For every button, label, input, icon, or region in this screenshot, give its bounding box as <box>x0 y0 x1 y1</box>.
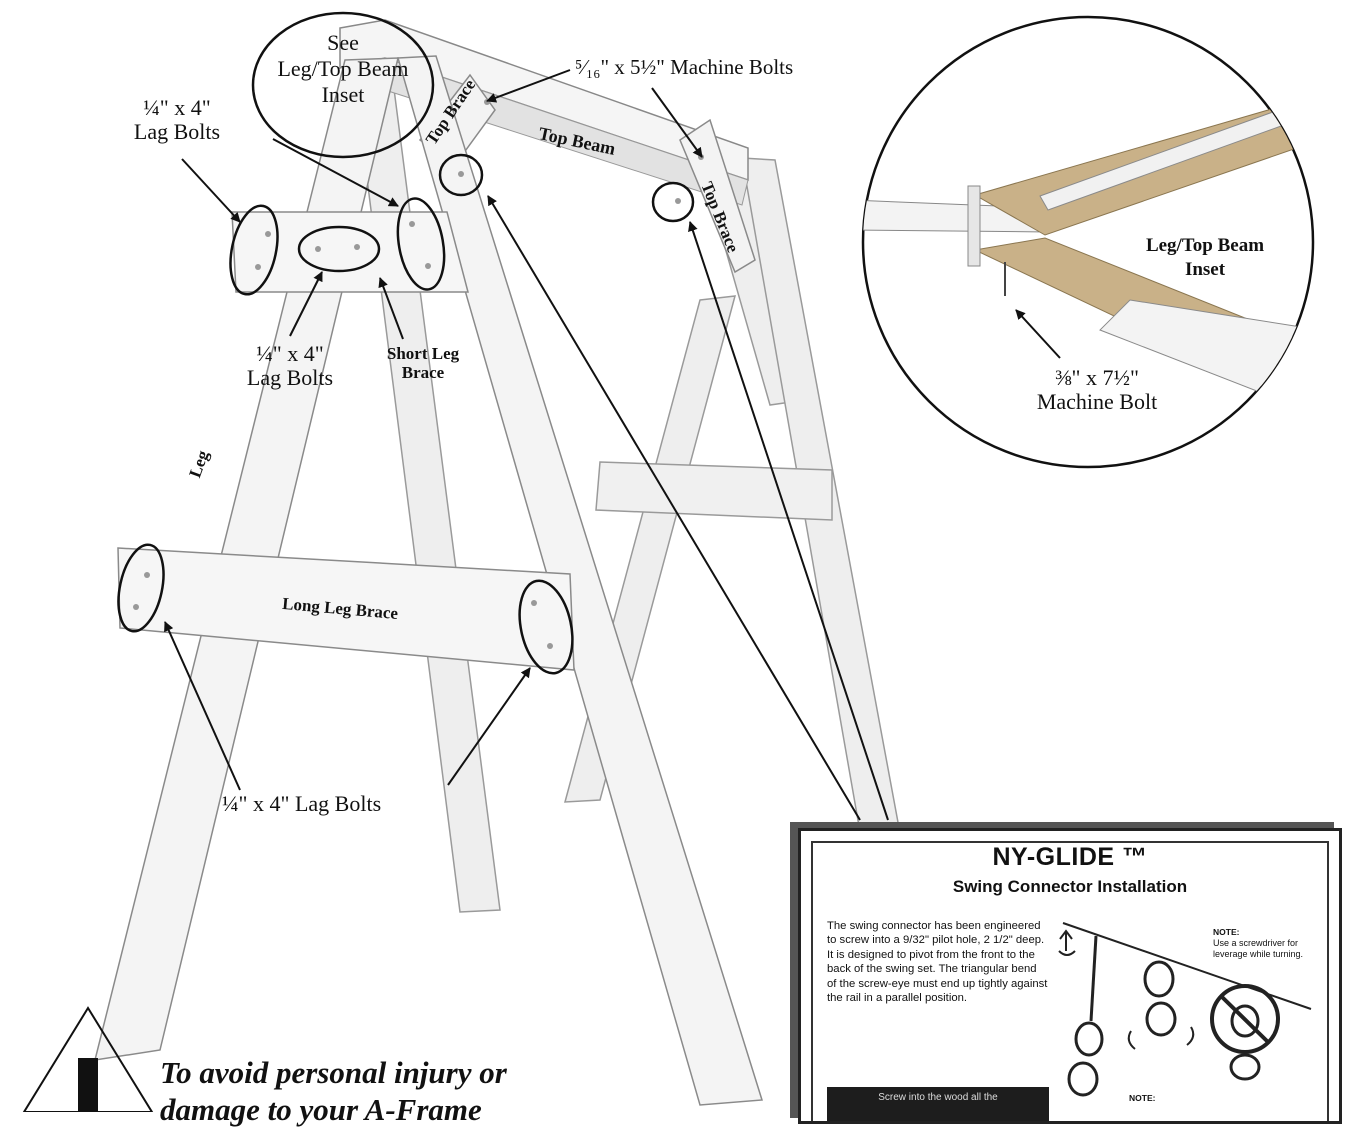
inset-title-line1: Leg/Top Beam <box>1145 235 1265 256</box>
connector-illustration <box>1058 922 1312 1097</box>
card-note-1-heading: NOTE: <box>1213 927 1240 937</box>
back-long-leg-brace <box>595 461 833 521</box>
inset-bolt-label: ⅜" x 7½" Machine Bolt <box>1002 365 1192 415</box>
lag-bolts-middle-text: Lag Bolts <box>246 365 334 391</box>
bolt-holes <box>133 99 704 649</box>
see-inset-line3: Inset <box>321 81 365 107</box>
machine-bolts-top-label: ⁵⁄₁₆" x 5½" Machine Bolts <box>575 55 794 79</box>
lag-bolts-middle-label: ¼" x 4" Lag Bolts <box>220 341 360 391</box>
warning-line1: To avoid personal injury or <box>160 1055 507 1090</box>
warning-icon <box>22 1006 154 1112</box>
card-note-1: NOTE: Use a screwdriver for leverage whi… <box>1213 927 1323 959</box>
swing-connector-card: NY-GLIDE ™ Swing Connector Installation … <box>798 828 1342 1124</box>
lag-bolts-bottom-label: ¼" x 4" Lag Bolts <box>222 791 382 816</box>
short-leg-brace-label: Short Leg Brace <box>368 344 478 382</box>
warning-line2: damage to your A-Frame <box>160 1092 482 1128</box>
card-title: NY-GLIDE ™ <box>992 843 1148 871</box>
warning-text: To avoid personal injury or damage to yo… <box>160 1054 507 1128</box>
short-leg-brace-shape <box>231 211 469 293</box>
callout-arrows <box>164 69 889 821</box>
inset-bolt-text: Machine Bolt <box>1036 389 1158 415</box>
card-note-2-heading: NOTE: <box>1129 1093 1156 1103</box>
card-note-2: NOTE: <box>1129 1093 1155 1104</box>
lag-bolts-top-size: ¼" x 4" <box>143 95 211 120</box>
callout-ellipses <box>117 11 695 675</box>
inset-title: Leg/Top Beam Inset <box>1125 234 1285 282</box>
front-right-leg-shape <box>397 55 763 1106</box>
lag-bolts-middle-size: ¼" x 4" <box>256 341 324 366</box>
card-body-text: The swing connector has been engineered … <box>827 920 1048 1005</box>
lag-bolts-top-text: Lag Bolts <box>133 119 221 145</box>
card-note-1-text: Use a screwdriver for leverage while tur… <box>1213 937 1304 959</box>
card-frame <box>811 841 1329 1121</box>
short-leg-brace-line1: Short Leg <box>386 344 460 363</box>
short-leg-brace-line2: Brace <box>401 362 445 382</box>
inset-illustration <box>861 15 1315 469</box>
see-inset-line2: Leg/Top Beam <box>277 55 409 81</box>
see-inset-line1: See <box>327 30 359 55</box>
lag-bolts-top-label: ¼" x 4" Lag Bolts <box>102 95 252 145</box>
see-inset-label: See Leg/Top Beam Inset <box>273 30 413 108</box>
inset-bolt-size: ⅜" x 7½" <box>1055 365 1139 390</box>
inset-title-line2: Inset <box>1184 258 1226 280</box>
card-subtitle: Swing Connector Installation <box>952 877 1188 896</box>
